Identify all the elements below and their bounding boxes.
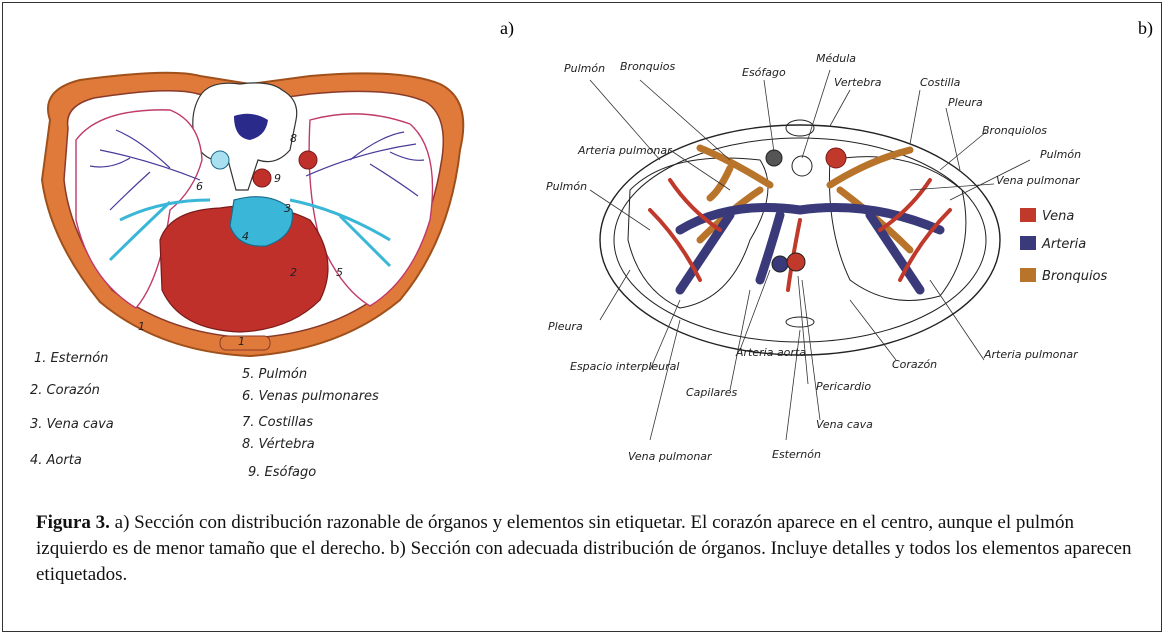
esofago-b: [766, 150, 782, 166]
legend-a-8: 8. Vértebra: [242, 437, 315, 452]
label-pericardio: Pericardio: [816, 380, 871, 393]
label-arteria-pulmonar-top: Arteria pulmonar: [577, 144, 673, 157]
legend-a-3: 3. Vena cava: [30, 417, 114, 432]
label-bronquios-top: Bronquios: [620, 60, 676, 73]
legend-a-2: 2. Corazón: [30, 383, 100, 398]
aorta-b: [772, 256, 788, 272]
caption-text: a) Sección con distribución razonable de…: [36, 512, 1131, 585]
legend-a-9: 9. Esófago: [248, 465, 316, 480]
label-esternon: Esternón: [772, 448, 821, 461]
aorta-left-circle: [211, 151, 229, 169]
label-capilares: Capilares: [686, 386, 738, 399]
legend-a-4: 4. Aorta: [30, 453, 82, 468]
legend-a-5: 5. Pulmón: [242, 367, 307, 382]
figure-a-legend: 1. Esternón 2. Corazón 3. Vena cava 4. A…: [20, 340, 480, 490]
legend-swatch-arteria: [1020, 236, 1036, 250]
figure-b-drawing: Pulmón Bronquios Esófago Médula Vertebra…: [530, 40, 1150, 490]
legend-a-1: 1. Esternón: [34, 351, 108, 366]
esophagus-circle: [253, 169, 271, 187]
label-bronquiolos: Bronquiolos: [982, 124, 1047, 137]
legend-swatch-bronquios: [1020, 268, 1036, 282]
vena-branches: [650, 180, 950, 290]
num-8: 8: [290, 132, 297, 145]
label-esofago: Esófago: [742, 66, 786, 79]
label-arteria-aorta: Arteria aorta: [735, 346, 806, 359]
label-pulmon-top: Pulmón: [564, 62, 605, 75]
num-5: 5: [336, 266, 343, 279]
num-6: 6: [196, 180, 203, 193]
label-arteria-pulmonar-bottom: Arteria pulmonar: [983, 348, 1079, 361]
medula-b: [792, 156, 812, 176]
label-pleura-left: Pleura: [548, 320, 583, 333]
num-2: 2: [290, 266, 297, 279]
panel-label-b: b): [1138, 18, 1153, 39]
caption-lead: Figura 3.: [36, 512, 110, 533]
label-pulmon-right: Pulmón: [1040, 148, 1081, 161]
figure-caption: Figura 3. a) Sección con distribución ra…: [36, 510, 1136, 588]
label-pleura-right: Pleura: [948, 96, 983, 109]
vena-cava-b: [787, 253, 805, 271]
legend-a-7: 7. Costillas: [242, 415, 313, 430]
panel-label-a: a): [500, 18, 514, 39]
esternon-b: [786, 317, 814, 327]
legend-b-bronquios: Bronquios: [1042, 269, 1108, 284]
legend-b-vena: Vena: [1042, 209, 1074, 224]
num-1a: 1: [138, 320, 145, 333]
legend-swatch-vena: [1020, 208, 1036, 222]
num-4: 4: [242, 230, 249, 243]
figure-b-legend: Vena Arteria Bronquios: [1020, 208, 1108, 284]
label-espacio-interpleural: Espacio interpleural: [570, 360, 679, 373]
lung-right-b: [829, 157, 965, 301]
num-9: 9: [274, 172, 281, 185]
legend-b-arteria: Arteria: [1041, 237, 1086, 252]
legend-a-6: 6. Venas pulmonares: [242, 389, 379, 404]
label-vena-cava: Vena cava: [816, 418, 873, 431]
label-vertebra: Vertebra: [834, 76, 882, 89]
num-3: 3: [284, 202, 291, 215]
label-costilla: Costilla: [920, 76, 961, 89]
aorta-right-circle: [299, 151, 317, 169]
label-pulmon-left: Pulmón: [546, 180, 587, 193]
label-vena-pulmonar-right: Vena pulmonar: [996, 174, 1081, 187]
label-vena-pulmonar-bottom: Vena pulmonar: [628, 450, 713, 463]
label-medula: Médula: [816, 52, 856, 65]
bronquio-ring-b: [826, 148, 846, 168]
label-corazon: Corazón: [892, 358, 937, 371]
